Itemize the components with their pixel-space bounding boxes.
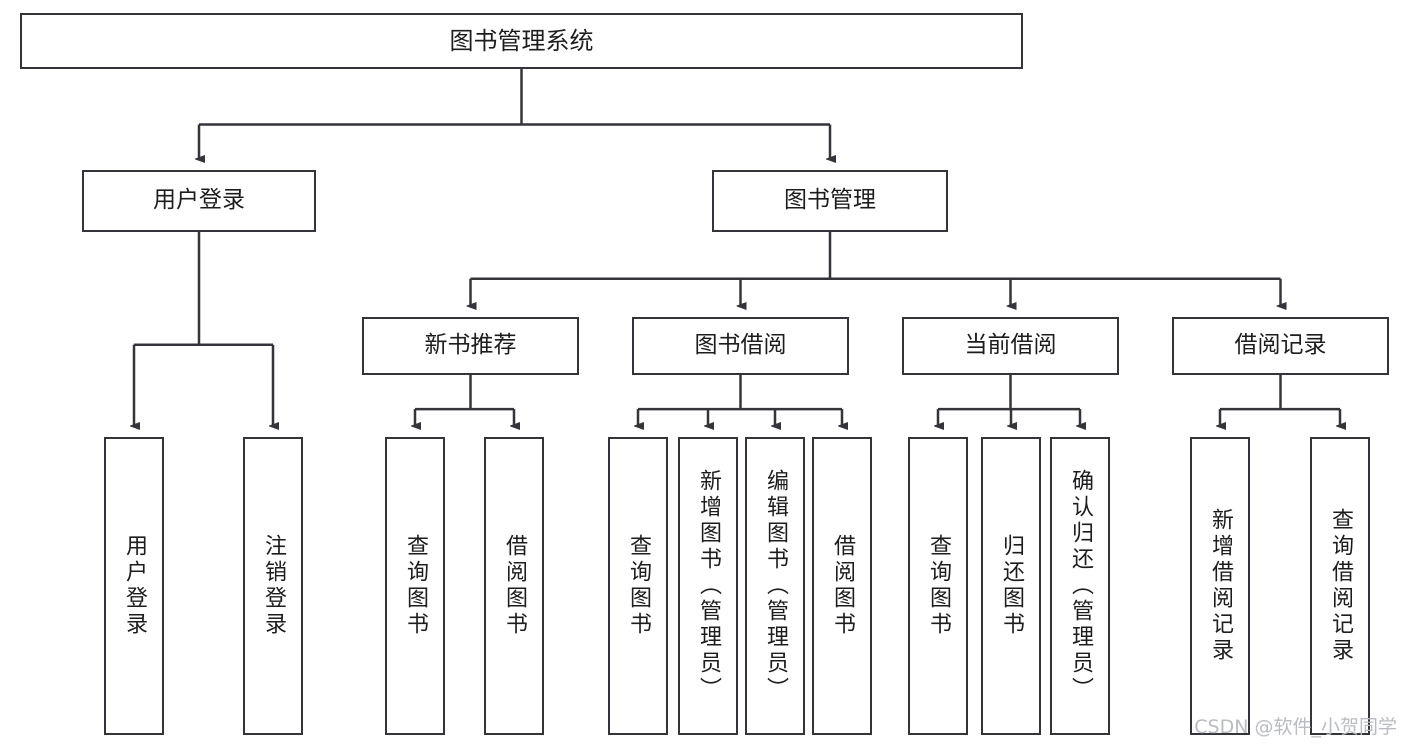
node-label: 归还图书 bbox=[999, 534, 1024, 638]
node-label: 借阅记录 bbox=[1234, 332, 1327, 359]
node-label: 用户登录 bbox=[153, 187, 245, 214]
node-l7[interactable]: 编辑图书（管理员） bbox=[745, 437, 805, 735]
node-label: 编辑图书（管理员） bbox=[763, 469, 788, 703]
node-label: 借阅图书 bbox=[502, 534, 527, 638]
node-l13[interactable]: 查询借阅记录 bbox=[1310, 437, 1370, 735]
node-borrow[interactable]: 图书借阅 bbox=[632, 317, 849, 375]
watermark-text: CSDN @软件_小贺同学 bbox=[1194, 716, 1397, 738]
node-l9[interactable]: 查询图书 bbox=[908, 437, 968, 735]
node-label: 用户登录 bbox=[122, 534, 147, 638]
node-label: 查询图书 bbox=[403, 534, 428, 638]
node-l6[interactable]: 新增图书（管理员） bbox=[678, 437, 738, 735]
node-root[interactable]: 图书管理系统 bbox=[20, 13, 1023, 69]
node-label: 查询借阅记录 bbox=[1328, 508, 1353, 664]
node-label: 新增借阅记录 bbox=[1208, 508, 1233, 664]
node-l10[interactable]: 归还图书 bbox=[981, 437, 1041, 735]
node-label: 确认归还（管理员） bbox=[1068, 469, 1093, 703]
node-bookmgmt[interactable]: 图书管理 bbox=[712, 170, 948, 232]
node-l1[interactable]: 用户登录 bbox=[104, 437, 164, 735]
node-label: 图书借阅 bbox=[694, 332, 787, 359]
node-l3[interactable]: 查询图书 bbox=[385, 437, 445, 735]
node-l2[interactable]: 注销登录 bbox=[243, 437, 303, 735]
node-l12[interactable]: 新增借阅记录 bbox=[1190, 437, 1250, 735]
node-l4[interactable]: 借阅图书 bbox=[484, 437, 544, 735]
node-label: 图书管理系统 bbox=[449, 26, 594, 55]
node-label: 新书推荐 bbox=[424, 332, 517, 359]
node-label: 借阅图书 bbox=[830, 534, 855, 638]
node-l11[interactable]: 确认归还（管理员） bbox=[1050, 437, 1110, 735]
node-login[interactable]: 用户登录 bbox=[82, 170, 316, 232]
node-label: 当前借阅 bbox=[964, 332, 1057, 359]
node-label: 查询图书 bbox=[626, 534, 651, 638]
node-l5[interactable]: 查询图书 bbox=[608, 437, 668, 735]
node-l8[interactable]: 借阅图书 bbox=[812, 437, 872, 735]
node-label: 新增图书（管理员） bbox=[696, 469, 721, 703]
node-newrec[interactable]: 新书推荐 bbox=[362, 317, 579, 375]
node-current[interactable]: 当前借阅 bbox=[902, 317, 1119, 375]
node-history[interactable]: 借阅记录 bbox=[1172, 317, 1389, 375]
node-label: 注销登录 bbox=[261, 534, 286, 638]
node-label: 图书管理 bbox=[784, 187, 876, 214]
node-label: 查询图书 bbox=[926, 534, 951, 638]
